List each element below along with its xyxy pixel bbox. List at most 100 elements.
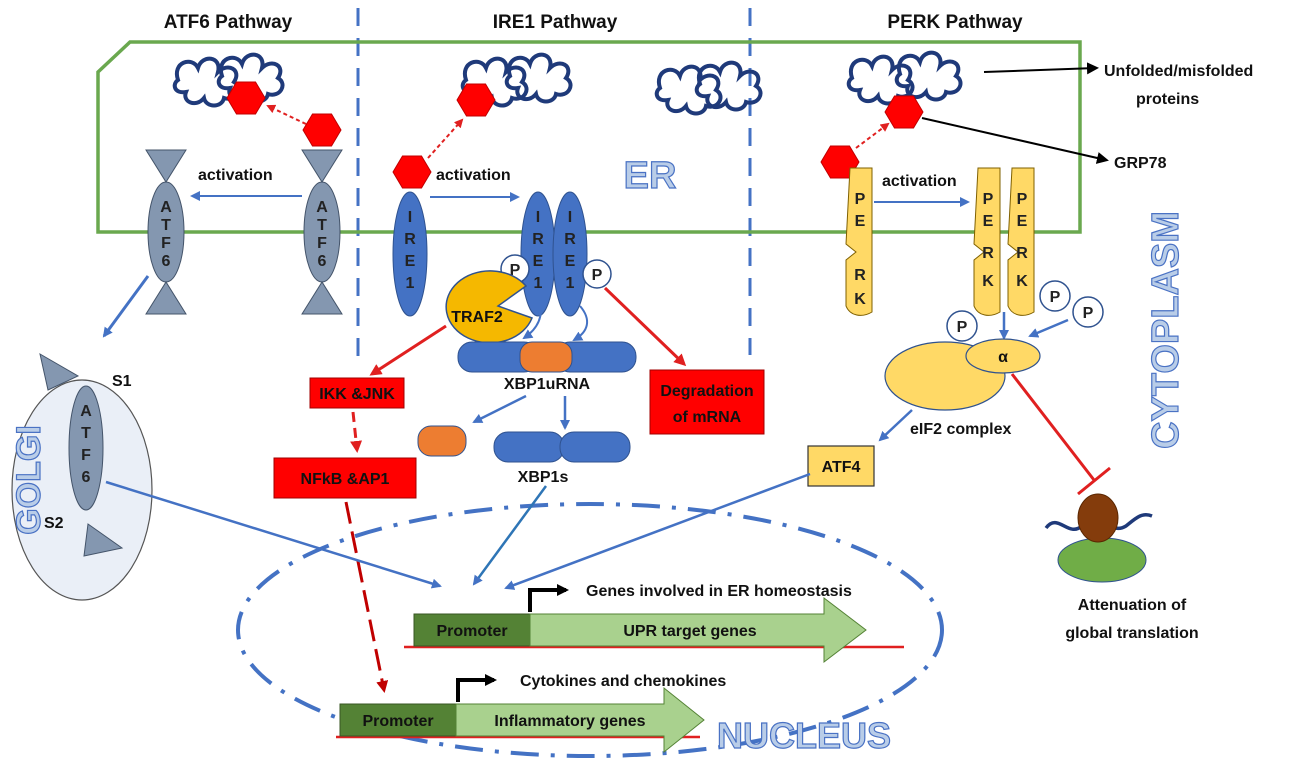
perk-letter: P [983,191,994,208]
ire1-letter: I [568,209,572,226]
ire1-letter: 1 [534,275,543,292]
atf6-letter: 6 [318,253,327,270]
cytokines-label: Cytokines and chemokines [520,673,726,690]
nucleus-envelope [236,502,944,758]
atf6-to-golgi-arrow [102,275,150,338]
grp78-label: GRP78 [1114,155,1167,172]
ikk-jnk-label: IKK &JNK [319,386,395,403]
grp78-free-ire1 [392,155,432,189]
grp78-pointer [921,117,1109,164]
release-arrow-ire1 [427,118,464,159]
activation-label-ire1: activation [436,167,511,184]
inflam-tss-arrow [456,674,497,702]
promoter-inflam [339,703,457,737]
grp78-bound-atf6 [226,81,266,115]
ribosome-icon [1044,493,1153,583]
phospho-perk-a: P [946,310,978,342]
splice-arrow-right [572,305,589,341]
atf6-letter: A [160,199,172,216]
phospho-to-eif2-arrow [1028,318,1069,338]
perk-dimer-b: P E R K [1007,167,1035,316]
perk-letter: P [1017,191,1028,208]
perk-monomer: P E R K [845,167,873,316]
atf6-to-nucleus-arrow [105,480,442,589]
activation-label-atf6: activation [198,167,273,184]
ire1-letter: E [565,253,576,270]
eif2-alpha-label: α [998,349,1008,366]
perk-letter: K [854,291,866,308]
perk-pathway-title: PERK Pathway [887,12,1023,33]
atf6-letter: T [81,425,91,442]
xbp1u-label: XBP1uRNA [504,376,591,393]
atf6-letter: F [317,235,327,252]
atf6-receptor-left: A T F 6 [145,149,187,315]
perk-letter: R [854,267,866,284]
ire1-letter: E [405,253,416,270]
perk-letter: E [855,213,866,230]
genes-er-label: Genes involved in ER homeostasis [586,583,852,600]
atf6-letter: 6 [82,469,91,486]
upr-tss-arrow [528,584,569,612]
perk-dimer-a: P E R K [973,167,1001,316]
s2-label: S2 [44,515,64,532]
phospho-ire1-b: P [582,259,612,289]
ire1-monomer: I R E 1 [392,191,428,317]
atf6-letter: A [80,403,92,420]
unfolded-pointer [983,62,1099,75]
attenuation-label-2: global translation [1065,625,1198,642]
eif2-alpha [965,338,1041,374]
xbp1s-protein [493,431,631,463]
ire1-letter: E [533,253,544,270]
inflam-gene-label: Inflammatory genes [494,713,645,730]
er-label: ER [624,155,677,197]
xbp1-intron [417,425,467,457]
ire1-letter: R [564,231,576,248]
phospho-label: P [1050,289,1061,306]
phospho-perk-b: P [1039,280,1071,312]
atf6-letter: F [161,235,171,252]
atf6-letter: 6 [162,253,171,270]
degradation-box [649,369,765,435]
s1-label: S1 [112,373,132,390]
traf2-to-ikk-arrow [369,324,447,376]
unfolded-protein-ire1-b [504,52,573,104]
upr-gene-arrow [529,596,867,664]
ire1-dimer-b: I R E 1 [552,191,588,317]
ire1-letter: I [408,209,412,226]
degradation-label-2: of mRNA [673,409,742,426]
ire1-to-degradation-arrow [603,286,687,367]
traf2-label: TRAF2 [451,309,503,326]
golgi-label: GOLGI [10,425,48,535]
nfkb-ap1-box [273,457,417,499]
upr-gene-label: UPR target genes [623,623,756,640]
unfolded-protein-perk-b [894,50,963,102]
inhibition-bar [1077,466,1111,496]
inflam-gene-arrow [455,686,705,754]
ikk-jnk-box [309,377,405,409]
xbp1s-label: XBP1s [518,469,569,486]
attenuation-label-1: Attenuation of [1078,597,1187,614]
release-arrow-atf6 [266,104,307,125]
atf6-letter: A [316,199,328,216]
atf4-box [807,445,875,487]
ire1-pathway-title: IRE1 Pathway [493,12,618,33]
traf2-shape [445,270,533,344]
grp78-free-atf6 [302,113,342,147]
unfolded-label-1: Unfolded/misfolded [1104,63,1253,80]
perk-letter: K [1016,273,1028,290]
atf4-to-nucleus-arrow [504,472,811,590]
perk-letter: R [982,245,994,262]
atf6-letter: T [317,217,327,234]
perk-letter: P [855,191,866,208]
promoter-inflam-label: Promoter [362,713,433,730]
eif2-to-atf4-arrow [878,409,913,442]
eif2-label: eIF2 complex [910,421,1011,438]
promoter-upr [413,613,531,647]
atf6-receptor-right: A T F 6 [301,149,343,315]
ire1-dimer-a: I R E 1 [520,191,556,317]
perk-letter: E [983,213,994,230]
perk-letter: E [1017,213,1028,230]
cytoplasm-label: CYTOPLASM [1145,211,1187,449]
nfkb-to-nucleus-arrow [344,501,389,693]
